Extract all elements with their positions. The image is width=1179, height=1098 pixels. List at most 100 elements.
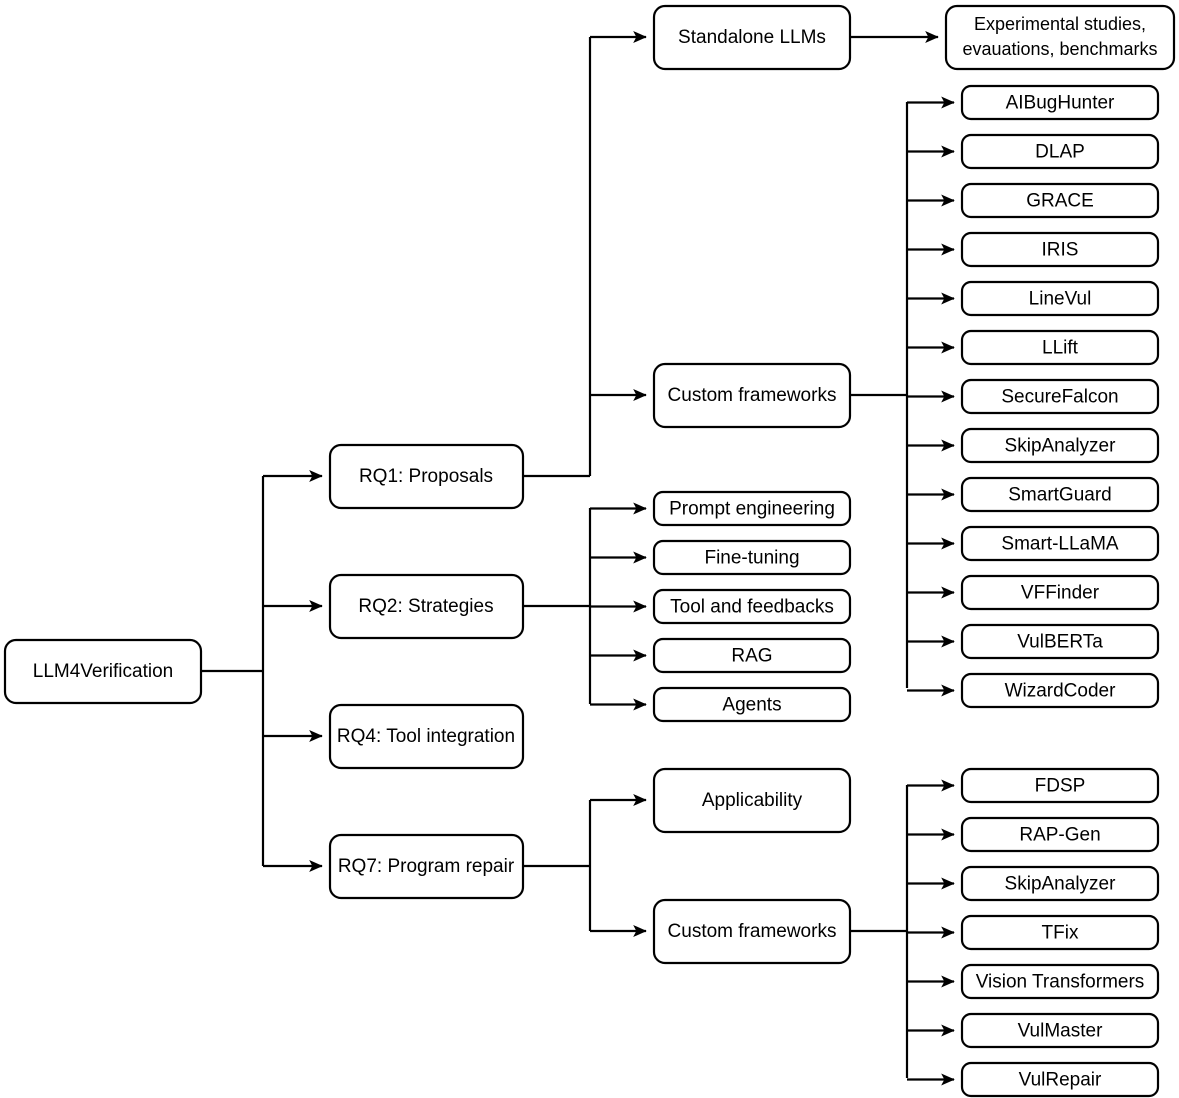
node-strategy-item[interactable]: Fine-tuning: [652, 539, 852, 576]
node-framework-item-box[interactable]: [960, 672, 1160, 709]
node-repair-framework-item[interactable]: SkipAnalyzer: [960, 865, 1160, 902]
node-framework-item[interactable]: LineVul: [960, 280, 1160, 317]
node-framework-item[interactable]: AIBugHunter: [960, 84, 1160, 121]
node-framework-item-box[interactable]: [960, 329, 1160, 366]
node-repair-framework-item-label: TFix: [1042, 923, 1079, 944]
node-repair-framework-item-box[interactable]: [960, 1012, 1160, 1049]
node-framework-item[interactable]: LLift: [960, 329, 1160, 366]
node-custom-frameworks-rq1-box[interactable]: [652, 362, 852, 429]
node-applicability-label: Applicability: [702, 790, 803, 811]
node-framework-item-box[interactable]: [960, 476, 1160, 513]
node-framework-item-label: VFFinder: [1021, 583, 1100, 604]
node-framework-item-label: IRIS: [1042, 240, 1079, 261]
node-repair-framework-item-box[interactable]: [960, 865, 1160, 902]
node-framework-item[interactable]: IRIS: [960, 231, 1160, 268]
node-framework-item-box[interactable]: [960, 623, 1160, 660]
edge-fanout-rq2-strategies: [590, 502, 647, 711]
node-strategy-item-box[interactable]: [652, 539, 852, 576]
node-framework-item-label: GRACE: [1026, 191, 1094, 212]
node-rq4[interactable]: RQ4: Tool integration: [328, 703, 525, 770]
node-strategy-item-label: Tool and feedbacks: [670, 597, 834, 618]
node-framework-item-box[interactable]: [960, 133, 1160, 170]
node-repair-framework-item-box[interactable]: [960, 1061, 1160, 1098]
node-rq7-box[interactable]: [328, 833, 525, 900]
node-framework-item[interactable]: VulBERTa: [960, 623, 1160, 660]
node-custom-frameworks-rq7-box[interactable]: [652, 898, 852, 965]
node-framework-item-box[interactable]: [960, 84, 1160, 121]
node-experimental-studies[interactable]: Experimental studies, evauations, benchm…: [944, 4, 1176, 71]
node-root-label: LLM4Verification: [33, 661, 173, 682]
node-strategy-item-box[interactable]: [652, 490, 852, 527]
node-framework-item-box[interactable]: [960, 574, 1160, 611]
node-framework-item[interactable]: VFFinder: [960, 574, 1160, 611]
node-framework-item[interactable]: SecureFalcon: [960, 378, 1160, 415]
node-framework-item[interactable]: SmartGuard: [960, 476, 1160, 513]
node-repair-framework-item-label: SkipAnalyzer: [1005, 874, 1117, 895]
node-framework-item-box[interactable]: [960, 231, 1160, 268]
node-framework-item[interactable]: DLAP: [960, 133, 1160, 170]
node-rq4-box[interactable]: [328, 703, 525, 770]
node-strategy-item-box[interactable]: [652, 686, 852, 723]
node-custom-frameworks-rq1-label: Custom frameworks: [668, 385, 837, 406]
node-experimental-studies-box[interactable]: [944, 4, 1176, 71]
node-framework-item-box[interactable]: [960, 378, 1160, 415]
node-strategy-item-label: Agents: [722, 695, 781, 716]
node-strategy-item[interactable]: Agents: [652, 686, 852, 723]
node-standalone-llms-box[interactable]: [652, 4, 852, 71]
node-repair-framework-item[interactable]: RAP-Gen: [960, 816, 1160, 853]
node-framework-item-label: LineVul: [1029, 289, 1092, 310]
node-framework-item[interactable]: GRACE: [960, 182, 1160, 219]
node-rq1-box[interactable]: [328, 443, 525, 510]
node-custom-frameworks-rq7-label: Custom frameworks: [668, 921, 837, 942]
node-rq7-label: RQ7: Program repair: [338, 856, 515, 877]
node-standalone-llms[interactable]: Standalone LLMs: [652, 4, 852, 71]
node-repair-framework-item-box[interactable]: [960, 767, 1160, 804]
node-applicability[interactable]: Applicability: [652, 767, 852, 834]
node-rq2[interactable]: RQ2: Strategies: [328, 573, 525, 640]
edge-fanout-rq7-frameworks: [907, 779, 955, 1086]
node-framework-item-box[interactable]: [960, 525, 1160, 562]
node-repair-framework-item-label: VulRepair: [1019, 1070, 1102, 1091]
node-strategy-item[interactable]: RAG: [652, 637, 852, 674]
node-strategy-item-box[interactable]: [652, 637, 852, 674]
node-repair-framework-item-box[interactable]: [960, 914, 1160, 951]
node-framework-item-label: VulBERTa: [1017, 632, 1103, 653]
node-repair-framework-item-label: VulMaster: [1018, 1021, 1103, 1042]
node-rq2-box[interactable]: [328, 573, 525, 640]
node-strategy-item[interactable]: Prompt engineering: [652, 490, 852, 527]
node-custom-frameworks-rq1[interactable]: Custom frameworks: [652, 362, 852, 429]
node-repair-framework-item-box[interactable]: [960, 963, 1160, 1000]
node-repair-framework-item[interactable]: VulRepair: [960, 1061, 1160, 1098]
node-rq1[interactable]: RQ1: Proposals: [328, 443, 525, 510]
node-rq7[interactable]: RQ7: Program repair: [328, 833, 525, 900]
node-root[interactable]: LLM4Verification: [3, 638, 203, 705]
node-custom-frameworks-rq7[interactable]: Custom frameworks: [652, 898, 852, 965]
node-repair-framework-item[interactable]: Vision Transformers: [960, 963, 1160, 1000]
node-applicability-box[interactable]: [652, 767, 852, 834]
node-framework-item-label: SecureFalcon: [1001, 387, 1118, 408]
node-framework-item[interactable]: Smart-LLaMA: [960, 525, 1160, 562]
node-root-box[interactable]: [3, 638, 203, 705]
node-framework-item[interactable]: WizardCoder: [960, 672, 1160, 709]
node-framework-item-box[interactable]: [960, 280, 1160, 317]
node-strategy-item-label: RAG: [731, 646, 772, 667]
node-framework-item-label: SkipAnalyzer: [1005, 436, 1117, 457]
node-experimental-studies-line1: Experimental studies,: [974, 14, 1146, 34]
node-framework-item-box[interactable]: [960, 427, 1160, 464]
node-repair-framework-item[interactable]: FDSP: [960, 767, 1160, 804]
node-repair-framework-item[interactable]: TFix: [960, 914, 1160, 951]
node-framework-item-label: LLift: [1042, 338, 1079, 359]
node-framework-item[interactable]: SkipAnalyzer: [960, 427, 1160, 464]
node-repair-framework-item-box[interactable]: [960, 816, 1160, 853]
node-framework-item-box[interactable]: [960, 182, 1160, 219]
node-framework-item-label: Smart-LLaMA: [1001, 534, 1119, 555]
node-rq2-label: RQ2: Strategies: [358, 596, 493, 617]
node-repair-framework-item[interactable]: VulMaster: [960, 1012, 1160, 1049]
node-strategy-item-box[interactable]: [652, 588, 852, 625]
node-framework-item-label: WizardCoder: [1005, 681, 1117, 702]
node-strategy-item[interactable]: Tool and feedbacks: [652, 588, 852, 625]
